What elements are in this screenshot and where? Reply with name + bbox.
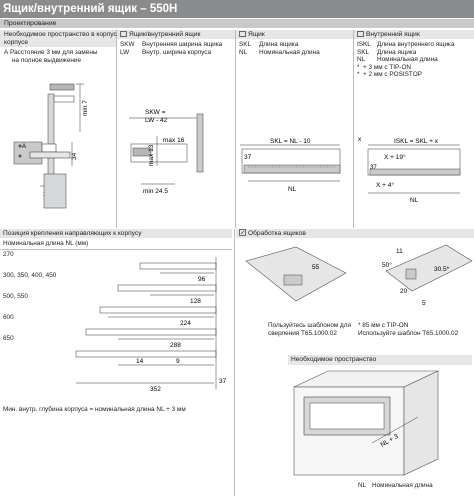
rail-value: 224 (180, 320, 191, 327)
rail-value-37: 37 (219, 378, 227, 385)
drawer-icon (120, 30, 127, 37)
processing-note-left: Пользуйтесь шаблоном для (268, 322, 351, 329)
col3-header: Ящик (239, 30, 265, 39)
dim-nl: NL (288, 186, 297, 193)
dim-a: A (22, 144, 26, 150)
dim-skl: SKL = NL - 10 (270, 138, 311, 145)
processing-header: Обработка ящиков (239, 229, 306, 238)
dim-min7: min 7 (82, 100, 89, 116)
dim-nl-inner: NL (410, 197, 419, 204)
nl-row-label: 300, 350, 400, 450 (3, 272, 57, 279)
section-mounting-positions: Позиция крепления направляющих к корпусу… (0, 229, 232, 419)
processing-note-right: Используйте шаблон T65.1000.02 (358, 330, 459, 337)
required-space-header: Необходимое пространство (291, 356, 377, 363)
rail-value: 128 (190, 298, 201, 305)
inner-drawer-length-drawing: x ISKL = SKL + x X + 19° 37 X + 4° NL (358, 136, 461, 204)
mounting-note: Мин. внутр. глубина корпуса = номинальна… (3, 406, 186, 413)
col1-line2: на полное выдвижение (12, 57, 82, 64)
dim-lw: LW - 42 (145, 117, 168, 124)
rail-value: 288 (170, 342, 181, 349)
dim-55: 55 (312, 264, 320, 271)
rail-value-352: 352 (150, 386, 161, 393)
nl-row-label: 270 (3, 251, 14, 258)
dim-x4: X + 4° (376, 181, 394, 189)
dim-max13: max 13 (148, 144, 155, 166)
page-title: Ящик/внутренний ящик – 550H (0, 0, 474, 18)
drawer-length-drawing: SKL = NL - 10 37 NL (240, 138, 341, 193)
drawer-width-drawing: SKW = LW - 42 max 16 max 13 min 24.5 (129, 109, 204, 195)
required-space-drawing: min 7 A 34 21 (13, 83, 89, 209)
dim-iskl: ISKL = SKL + x (394, 138, 439, 145)
dim-x: x (358, 136, 362, 143)
column-divider (353, 30, 354, 228)
rail-value: 14 (136, 358, 144, 365)
dim-max16: max 16 (163, 137, 185, 144)
drawer-icon (357, 30, 364, 37)
dim-34: 34 (71, 152, 78, 160)
drilling-drawing: 55 11 50° 20 30.5* 5 (245, 244, 473, 307)
col4-row: *+ 3 мм с TIP-ON (357, 63, 412, 71)
dim-50: 50° (382, 261, 392, 269)
nl-row-label: 500, 550 (3, 293, 28, 300)
col1-header-line2: корпусе (4, 39, 29, 46)
column-divider (235, 30, 236, 228)
section-divider (234, 229, 235, 496)
rail-value-nine: 9 (176, 358, 180, 365)
processing-note-left: сверления T65.1000.02 (268, 330, 337, 337)
col1-line1: А Расстояние 3 мм для замены (4, 49, 98, 56)
mounting-subheader: Номинальная длина NL (мм) (3, 240, 89, 247)
section-drawer-processing: Обработка ящиков 55 11 50° 20 30.5* 5 По… (236, 229, 474, 349)
nl-row-label: 650 (3, 335, 14, 342)
dim-x19: X + 19° (384, 153, 406, 161)
processing-note-right: * 85 мм с TIP-ON (358, 322, 409, 329)
dim-5: 5 (422, 300, 426, 307)
mounting-rails-drawing: 96 128 224 288 14 9 352 37 (75, 257, 227, 393)
dim-20: 20 (400, 288, 408, 295)
col2-header: Ящик/внутренний ящик (120, 30, 200, 39)
dim-11: 11 (396, 248, 403, 255)
dim-min24: min 24.5 (143, 188, 168, 195)
col4-row: *+ 2 мм с POSISTOP (357, 71, 422, 79)
col1-header: Необходимое пространство в корпусе (4, 31, 121, 38)
dim-37: 37 (244, 154, 252, 161)
section-header-design: Проектирование (0, 19, 474, 28)
dim-skw: SKW = (145, 109, 166, 116)
drill-icon (239, 229, 246, 236)
dim-37b: 37 (370, 165, 377, 171)
drawer-icon (239, 30, 246, 37)
column-required-space: Необходимое пространство в корпусе корпу… (0, 30, 120, 228)
dim-305: 30.5* (434, 266, 450, 273)
column-divider (116, 30, 117, 228)
cabinet-drawing: NL + 3 (293, 370, 439, 476)
mounting-header: Позиция крепления направляющих к корпусу (3, 230, 142, 237)
rail-value: 96 (198, 276, 206, 283)
nl-row-label: 600 (3, 314, 14, 321)
col4-header: Внутренний ящик (357, 30, 420, 39)
